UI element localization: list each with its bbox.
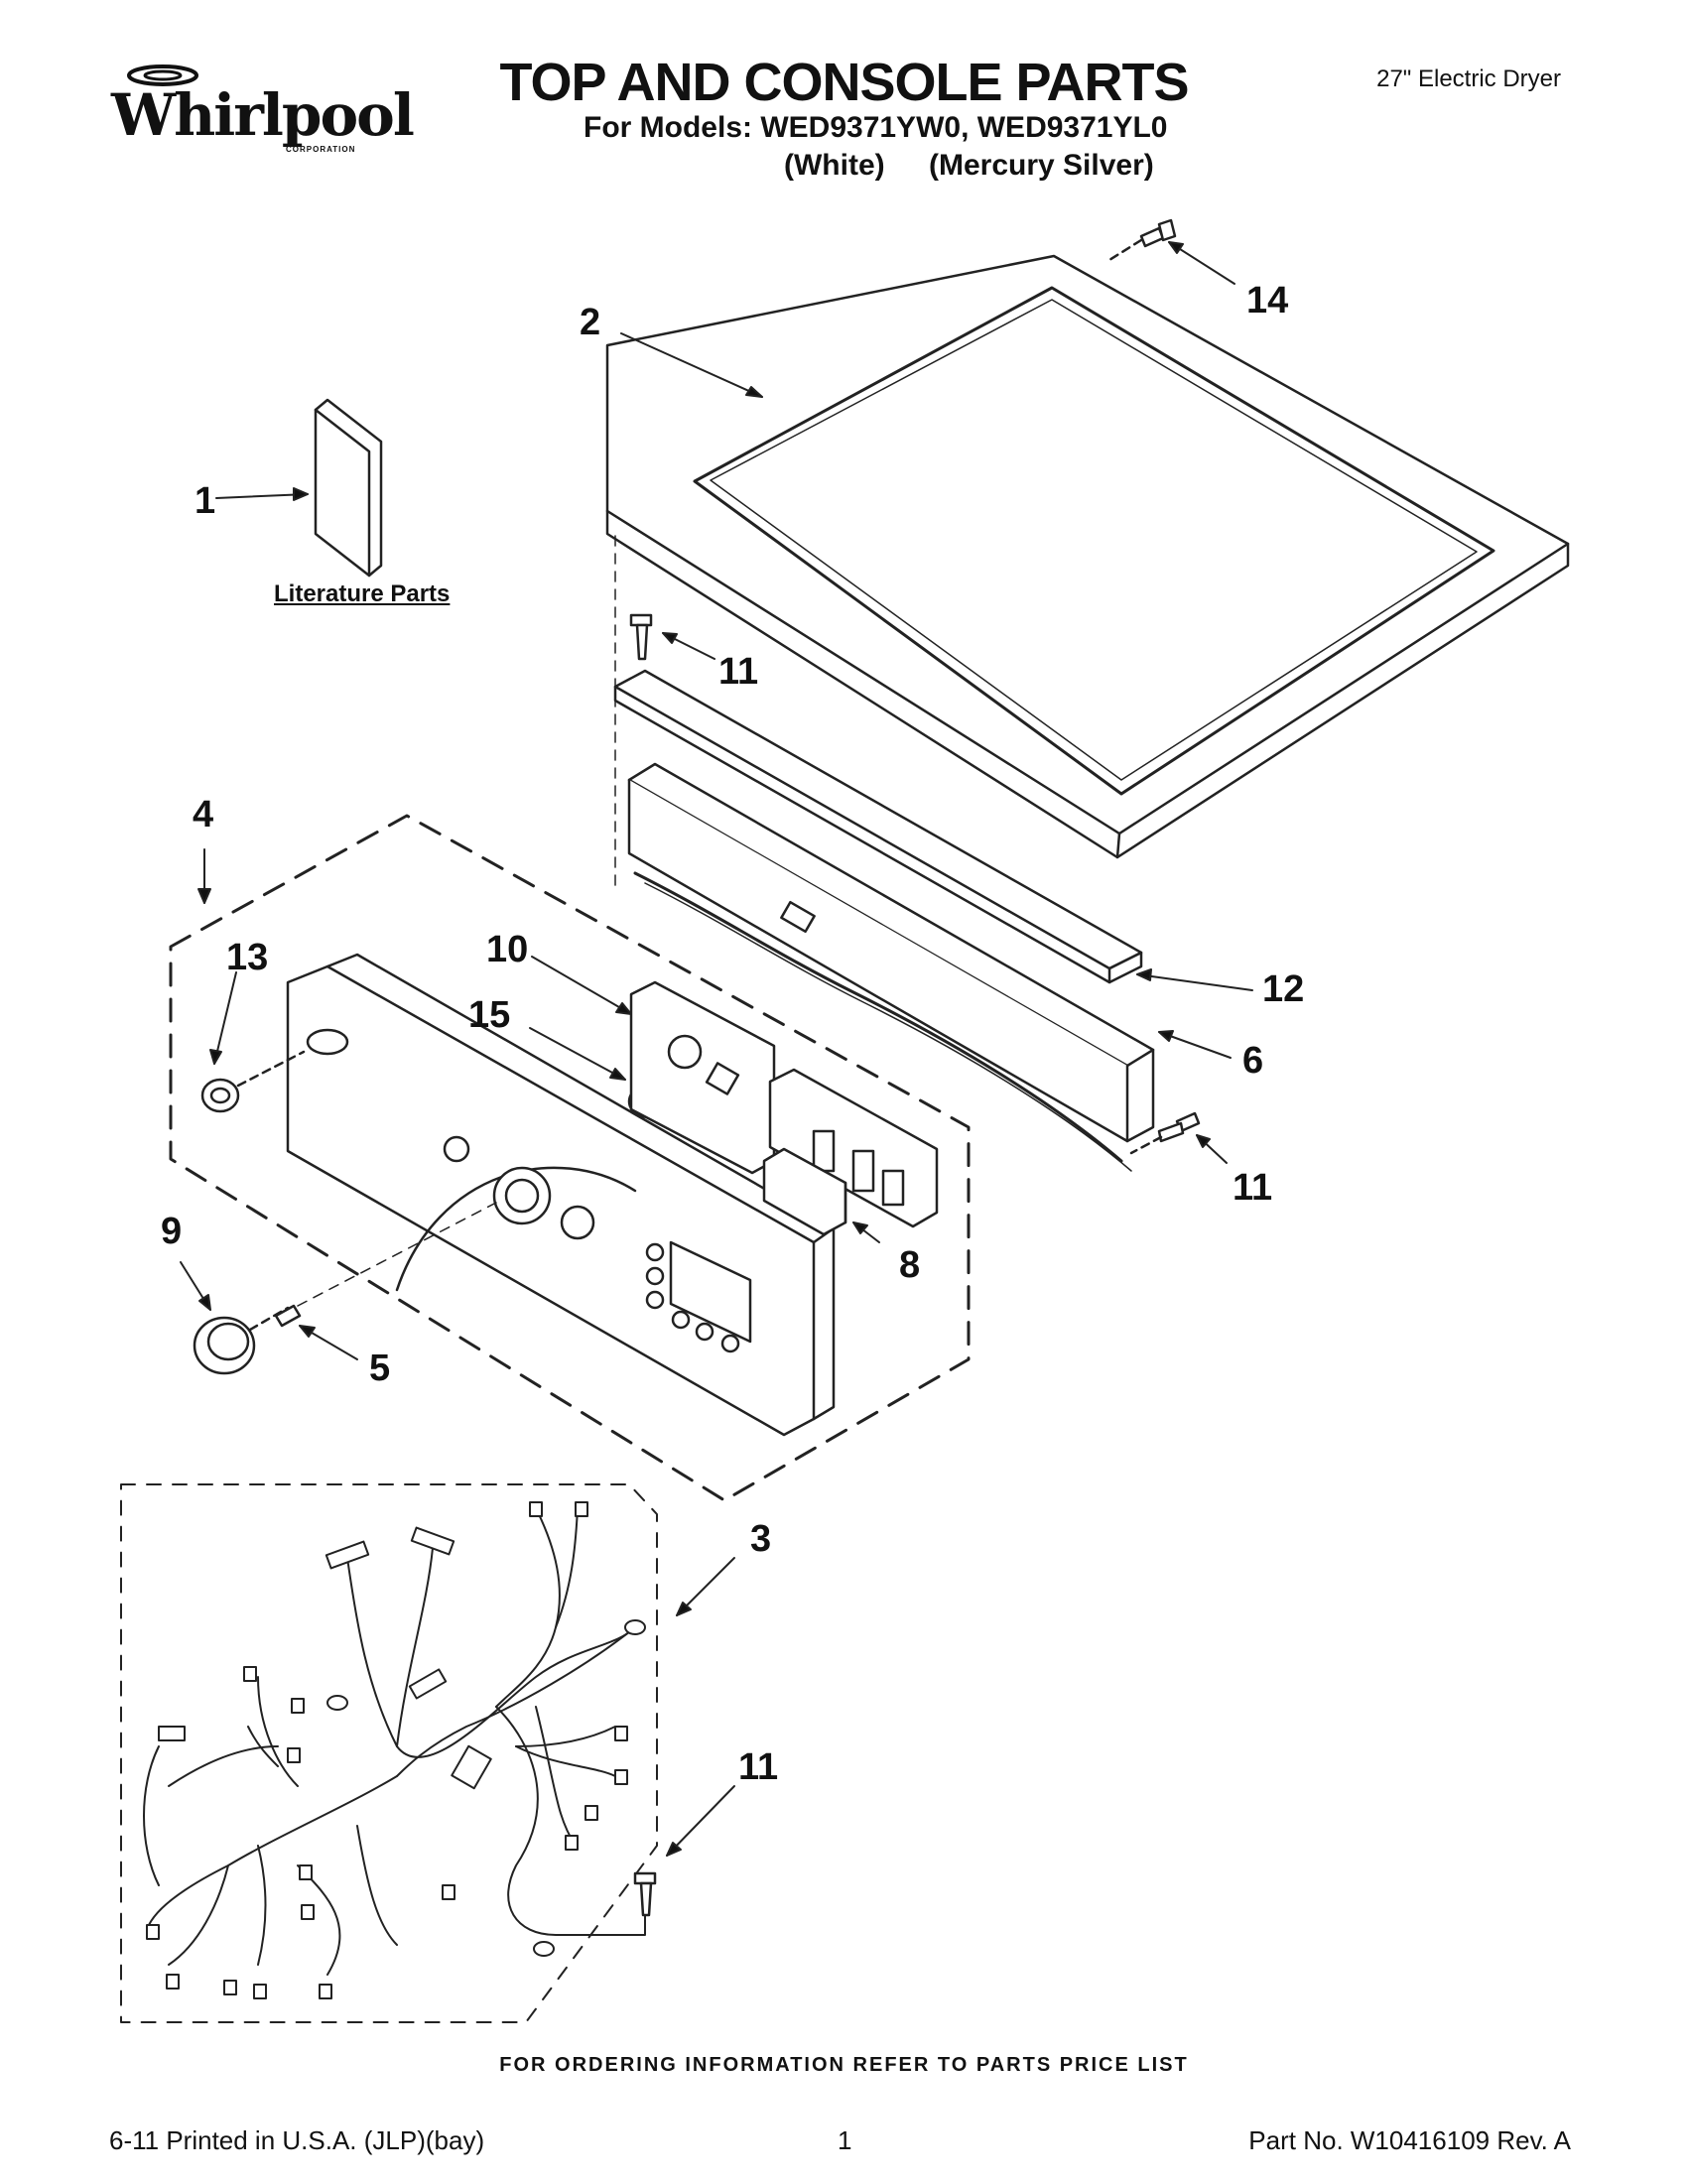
control-board-part-10 — [629, 980, 939, 1228]
callout-11-upper: 11 — [718, 651, 759, 693]
console-assembly-outline-part-4 — [169, 814, 971, 1502]
clip-part-5 — [274, 1202, 497, 1328]
callout-4: 4 — [193, 794, 214, 835]
badge-part-13 — [200, 1050, 306, 1113]
callout-9: 9 — [161, 1211, 183, 1252]
brand-logo: Whirlpool CORPORATION — [111, 60, 415, 159]
logo-corporation: CORPORATION — [286, 145, 356, 154]
callout-12: 12 — [1262, 968, 1305, 1010]
color-white-label: (White) — [784, 149, 885, 182]
wire-harness-part-3 — [143, 1501, 646, 1999]
callout-13: 13 — [226, 937, 269, 978]
ordering-info: FOR ORDERING INFORMATION REFER TO PARTS … — [499, 2054, 1189, 2076]
callout-5: 5 — [369, 1348, 391, 1389]
top-panel-part — [605, 254, 1570, 859]
print-info: 6-11 Printed in U.S.A. (JLP)(bay) — [109, 2125, 485, 2155]
callout-11-right: 11 — [1233, 1167, 1273, 1209]
callout-6: 6 — [1242, 1040, 1264, 1082]
part-number: Part No. W10416109 Rev. A — [1248, 2125, 1571, 2155]
callout-15: 15 — [468, 994, 511, 1036]
console-bracket-part-6 — [627, 762, 1155, 1172]
product-label: 27" Electric Dryer — [1376, 65, 1561, 92]
display-part-8 — [762, 1147, 847, 1236]
screw-part-14 — [1107, 218, 1177, 262]
logo-wordmark: Whirlpool — [111, 81, 415, 149]
console-panel — [286, 953, 836, 1437]
harness-outline-part-3 — [120, 1483, 658, 2023]
callout-14: 14 — [1246, 280, 1289, 321]
logo-swirl-icon — [127, 64, 198, 86]
callout-1: 1 — [195, 480, 216, 522]
screw-part-11-lower — [633, 1871, 657, 1917]
literature-parts-label: Literature Parts — [274, 580, 451, 607]
callout-10: 10 — [486, 929, 529, 970]
screw-part-11-right — [1129, 1111, 1201, 1155]
leader-arrows — [180, 241, 1253, 1857]
page-number: 1 — [838, 2125, 852, 2155]
literature-booklet-part — [314, 398, 383, 578]
screw-part-11-upper — [629, 613, 653, 661]
knob-part-9 — [193, 1306, 290, 1375]
models-line: For Models: WED9371YW0, WED9371YL0 — [584, 111, 1168, 144]
callout-8: 8 — [899, 1244, 921, 1286]
page-title: TOP AND CONSOLE PARTS — [499, 53, 1189, 112]
callout-11-lower: 11 — [738, 1746, 779, 1788]
color-silver-label: (Mercury Silver) — [929, 149, 1154, 182]
callout-3: 3 — [750, 1518, 772, 1560]
callout-2: 2 — [580, 302, 601, 343]
bracket-part-12 — [613, 669, 1143, 984]
